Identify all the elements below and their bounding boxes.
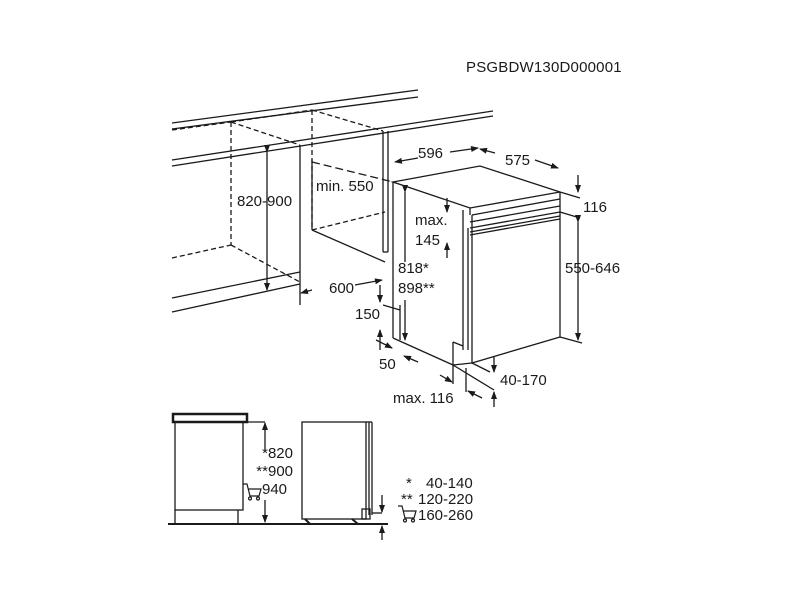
dim-min-depth: min. 550 (316, 178, 374, 195)
plinth-range-3: 160-260 (418, 507, 474, 524)
dim-top-gap: 116 (583, 199, 607, 216)
side-view-tall (168, 412, 388, 540)
plinth-mark-1: * (406, 475, 412, 492)
plinth-mark-2: ** (401, 491, 413, 508)
dim-depth: 575 (505, 152, 531, 169)
dishwasher-3d (382, 165, 561, 366)
cart-icon (398, 505, 417, 523)
side-height-3: 940 (262, 481, 288, 498)
upper-cabinet (171, 89, 419, 146)
plinth-range-2: 120-220 (418, 491, 474, 508)
dim-height-a: 818* (398, 260, 429, 277)
dim-niche-height: 820-900 (237, 193, 293, 210)
cart-icon (243, 483, 262, 501)
countertop (171, 110, 494, 167)
side-height-1: *820 (262, 445, 293, 462)
dim-max-bottom: max. 116 (393, 390, 454, 407)
plinth-range-1: 40-140 (426, 475, 473, 492)
dim-plinth: 150 (355, 306, 381, 323)
dim-panel-height: 550-646 (565, 260, 621, 277)
dim-niche-depth: 600 (329, 280, 355, 297)
model-code: PSGBDW130D000001 (466, 59, 622, 76)
dim-plinth-offset: 50 (379, 356, 396, 373)
dim-kick-range: 40-170 (500, 372, 547, 389)
dimension-lines (264, 145, 583, 407)
dim-max-value: 145 (415, 232, 441, 249)
niche (171, 110, 394, 313)
dim-max-label: max. (415, 212, 448, 229)
dim-height-b: 898** (398, 280, 435, 297)
dim-width: 596 (418, 145, 444, 162)
side-height-2: **900 (256, 463, 293, 480)
